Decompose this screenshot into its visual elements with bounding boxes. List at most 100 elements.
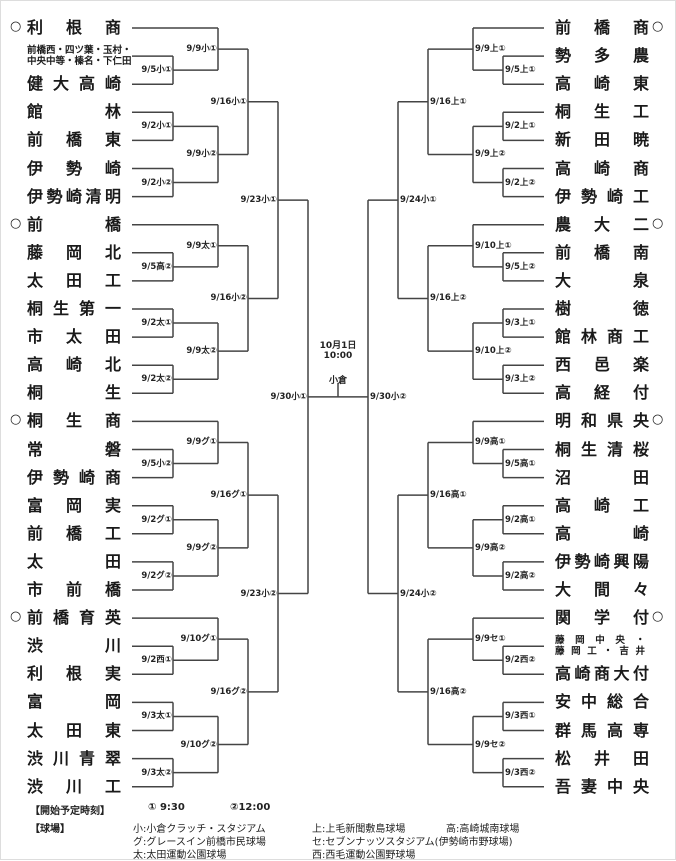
venue-item: セ:セブンナッツスタジアム(伊勢崎市野球場)	[312, 837, 513, 848]
match-label: 9/3太②	[141, 767, 172, 778]
team-name: 前橋東	[27, 130, 121, 150]
venue-item: 高:高崎城南球場	[446, 824, 520, 835]
team-name: 藤岡中央・藤岡工・吉井	[555, 635, 645, 657]
match-label: 9/2西①	[141, 655, 172, 666]
team-name: 前橋西・四ツ葉・玉村・中央中等・榛名・下仁田	[27, 45, 132, 67]
team-name: 伊勢崎工	[555, 186, 649, 206]
seed-mark: ○	[10, 215, 22, 231]
team-name: 高崎工	[555, 495, 649, 515]
team-name-line: 藤岡工・吉井	[555, 646, 645, 658]
match-label: 9/16高②	[430, 686, 467, 697]
match-label: 9/10グ②	[180, 739, 217, 750]
venue-item: グ:グレースイン前橋市民球場	[133, 837, 266, 848]
match-label: 9/9太①	[186, 240, 217, 251]
team-name: 伊勢崎商	[27, 467, 121, 487]
team-name: 大間々	[555, 580, 649, 599]
match-label: 9/2高②	[505, 570, 536, 581]
team-name: 市太田	[27, 327, 121, 347]
match-label: 9/9太②	[186, 346, 217, 357]
match-label: 9/2小①	[141, 121, 172, 132]
final-time: 10:00	[323, 351, 353, 361]
team-name: 太田東	[27, 720, 121, 740]
team-name: 渋川青翠	[27, 748, 121, 768]
match-label: 9/5小②	[141, 458, 172, 469]
match-label: 9/23小②	[240, 588, 277, 599]
team-name: 桐生清桜	[555, 439, 649, 459]
match-label: 9/9グ①	[186, 437, 217, 448]
final-venue: 小倉	[328, 376, 347, 386]
match-label: 9/30小②	[370, 391, 407, 402]
team-name: 富岡	[27, 692, 121, 712]
team-name: 伊勢崎清明	[27, 186, 121, 206]
venue-item: 西:西毛運動公園野球場	[312, 850, 416, 861]
team-name: 桐生第一	[27, 299, 121, 318]
team-name: 松井田	[555, 748, 649, 768]
team-name: 高崎	[555, 523, 649, 543]
match-label: 9/9小②	[186, 149, 217, 160]
match-label: 9/16グ②	[210, 686, 247, 697]
match-label: 9/10上②	[475, 346, 512, 357]
seed-mark: ○	[10, 412, 22, 428]
team-name: 群馬高専	[555, 720, 649, 740]
team-name: 富岡実	[27, 495, 121, 515]
match-label: 9/9高②	[475, 542, 506, 553]
match-label: 9/3上①	[505, 318, 536, 329]
team-name: 藤岡北	[27, 242, 121, 262]
match-label: 9/3太①	[141, 711, 172, 722]
team-name: 渋川	[27, 636, 121, 656]
seed-mark: ○	[10, 609, 22, 625]
match-label: 9/3西②	[505, 767, 536, 778]
match-label: 9/5小①	[141, 65, 172, 76]
final-date: 10月1日	[319, 341, 357, 351]
team-name: 関学付	[555, 608, 649, 628]
venue-label: 【球場】	[30, 824, 70, 835]
team-name: 桐生工	[555, 102, 649, 122]
team-name: 伊勢崎	[27, 158, 121, 178]
team-name: 安中総合	[555, 692, 649, 712]
team-name: 桐生	[27, 383, 121, 403]
team-name: 勢多農	[555, 46, 649, 66]
match-label: 9/16小②	[210, 293, 247, 304]
match-label: 9/2上②	[505, 177, 536, 188]
team-name: 前橋商	[555, 18, 649, 37]
team-name: 前橋南	[555, 242, 649, 262]
match-label: 9/9セ①	[475, 634, 506, 645]
team-name: 高崎東	[555, 74, 649, 94]
match-label: 9/16グ①	[210, 490, 247, 501]
team-name: 常磐	[27, 439, 121, 459]
team-name: 健大高崎	[27, 74, 121, 94]
team-name: 農大二	[555, 214, 649, 234]
match-label: 9/3西①	[505, 711, 536, 722]
match-label: 9/2小②	[141, 177, 172, 188]
match-label: 9/16上②	[430, 293, 467, 304]
match-label: 9/5上②	[505, 261, 536, 272]
seed-mark: ○	[652, 609, 664, 625]
match-label: 9/2グ②	[141, 570, 172, 581]
start-time-2: ②12:00	[230, 802, 271, 813]
match-label: 9/9高①	[475, 437, 506, 448]
team-name: 太田工	[27, 270, 121, 290]
seed-mark: ○	[10, 19, 22, 34]
team-name: 前橋	[27, 214, 121, 234]
team-name: 館林商工	[555, 327, 649, 347]
start-time-label: 【開始予定時刻】	[30, 806, 110, 817]
venue-item: 小:小倉クラッチ・スタジアム	[133, 824, 266, 835]
match-label: 9/9小①	[186, 44, 217, 55]
match-label: 9/23小①	[240, 195, 277, 206]
match-label: 9/16小①	[210, 96, 247, 107]
match-label: 9/10上①	[475, 240, 512, 251]
team-name: 高崎商大付	[555, 664, 649, 684]
team-name: 太田	[27, 551, 121, 571]
match-label: 9/9セ②	[475, 739, 506, 750]
team-name-line: 前橋西・四ツ葉・玉村・	[27, 45, 132, 57]
start-time-1: ① 9:30	[148, 802, 185, 813]
team-name: 大泉	[555, 270, 649, 290]
match-label: 9/2グ①	[141, 514, 172, 525]
team-name: 新田暁	[555, 130, 649, 150]
match-label: 9/3上②	[505, 374, 536, 385]
team-name-line: 藤岡中央・	[555, 635, 645, 647]
team-name: 前橋育英	[27, 608, 121, 628]
team-name: 前橋工	[27, 523, 121, 543]
team-name: 明和県央	[555, 411, 649, 431]
match-label: 9/5高②	[141, 261, 172, 272]
